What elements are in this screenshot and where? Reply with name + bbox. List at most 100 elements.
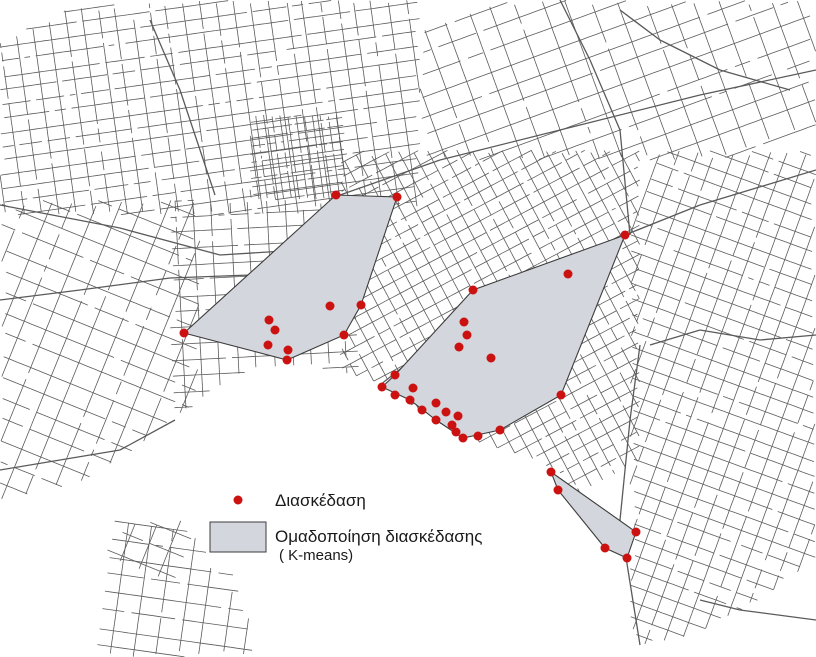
street-segment: [335, 70, 342, 72]
street-segment: [296, 75, 302, 78]
street-segment: [86, 134, 93, 136]
street-segment: [266, 108, 273, 111]
street-segment: [67, 36, 74, 38]
street-segment: [114, 87, 121, 90]
street-segment: [393, 77, 400, 80]
street-segment: [308, 2, 315, 5]
street-segment: [133, 57, 140, 60]
street-segment: [46, 53, 53, 55]
street-segment: [151, 67, 158, 69]
street-segment: [36, 141, 43, 143]
street-segment: [138, 12, 145, 14]
street-segment: [159, 37, 165, 39]
street-segment: [294, 62, 300, 64]
street-segment: [215, 115, 222, 118]
street-segment: [404, 76, 411, 78]
street-segment: [247, 53, 253, 56]
street-segment: [11, 87, 18, 89]
street-segment: [115, 15, 122, 17]
street-segment: [359, 38, 366, 40]
street-segment: [236, 99, 243, 102]
street-segment: [82, 146, 89, 149]
street-segment: [53, 138, 59, 141]
street-segment: [25, 142, 31, 145]
street-segment: [84, 120, 91, 123]
street-segment: [5, 45, 12, 47]
street-segment: [350, 54, 357, 57]
street-segment: [89, 33, 96, 35]
street-segment: [275, 7, 281, 9]
street-segment: [266, 66, 272, 68]
street-segment: [155, 54, 162, 56]
street-segment: [187, 77, 194, 79]
street-segment: [206, 129, 213, 132]
street-segment: [203, 31, 210, 33]
street-segment: [172, 7, 178, 9]
street-segment: [273, 78, 280, 81]
street-segment: [71, 21, 77, 24]
street-segment: [75, 9, 81, 11]
street-segment: [404, 31, 411, 34]
street-segment: [372, 7, 379, 9]
street-segment: [32, 71, 39, 74]
street-segment: [146, 68, 152, 70]
street-segment: [133, 98, 140, 100]
street-segment: [333, 56, 340, 59]
street-segment: [168, 22, 175, 24]
street-segment: [78, 34, 85, 37]
street-segment: [73, 122, 80, 125]
street-segment: [316, 15, 322, 17]
street-segment: [329, 30, 336, 32]
street-segment: [143, 11, 150, 13]
street-segment: [305, 103, 312, 105]
street-segment: [393, 33, 399, 35]
street-segment: [195, 131, 201, 133]
street-segment: [56, 124, 63, 127]
street-segment: [187, 33, 193, 35]
street-segment: [24, 56, 31, 58]
street-segment: [2, 103, 9, 105]
street-segment: [87, 19, 94, 21]
street-segment: [196, 60, 203, 63]
street-segment: [280, 6, 287, 8]
street-segment: [140, 68, 147, 71]
street-segment: [352, 67, 358, 70]
street-segment: [65, 67, 72, 69]
street-segment: [183, 91, 190, 93]
street-segment: [39, 40, 46, 42]
street-segment: [214, 102, 220, 105]
street-segment: [222, 0, 229, 2]
street-segment: [273, 37, 280, 40]
street-segment: [254, 23, 261, 26]
street-segment: [287, 92, 293, 95]
street-segment: [374, 64, 381, 66]
street-segment: [43, 152, 50, 154]
street-segment: [91, 46, 98, 49]
street-segment: [106, 30, 113, 33]
street-segment: [292, 91, 299, 94]
street-segment: [196, 18, 203, 20]
street-segment: [333, 12, 339, 15]
street-segment: [88, 146, 95, 148]
street-segment: [230, 56, 237, 58]
street-segment: [284, 36, 291, 38]
street-segment: [344, 97, 351, 100]
street-segment: [131, 85, 138, 87]
street-segment: [108, 44, 115, 46]
street-segment: [191, 105, 198, 108]
street-segment: [185, 19, 191, 22]
street-segment: [193, 76, 199, 79]
street-segment: [315, 88, 321, 91]
street-segment: [200, 3, 206, 5]
street-segment: [104, 16, 111, 19]
street-segment: [281, 93, 288, 95]
street-segment: [384, 49, 390, 52]
street-segment: [159, 123, 166, 126]
street-segment: [133, 139, 140, 142]
street-segment: [142, 126, 149, 128]
street-segment: [11, 44, 17, 46]
street-segment: [367, 52, 373, 54]
street-segment: [406, 46, 413, 49]
street-segment: [7, 58, 14, 61]
street-segment: [241, 12, 248, 14]
